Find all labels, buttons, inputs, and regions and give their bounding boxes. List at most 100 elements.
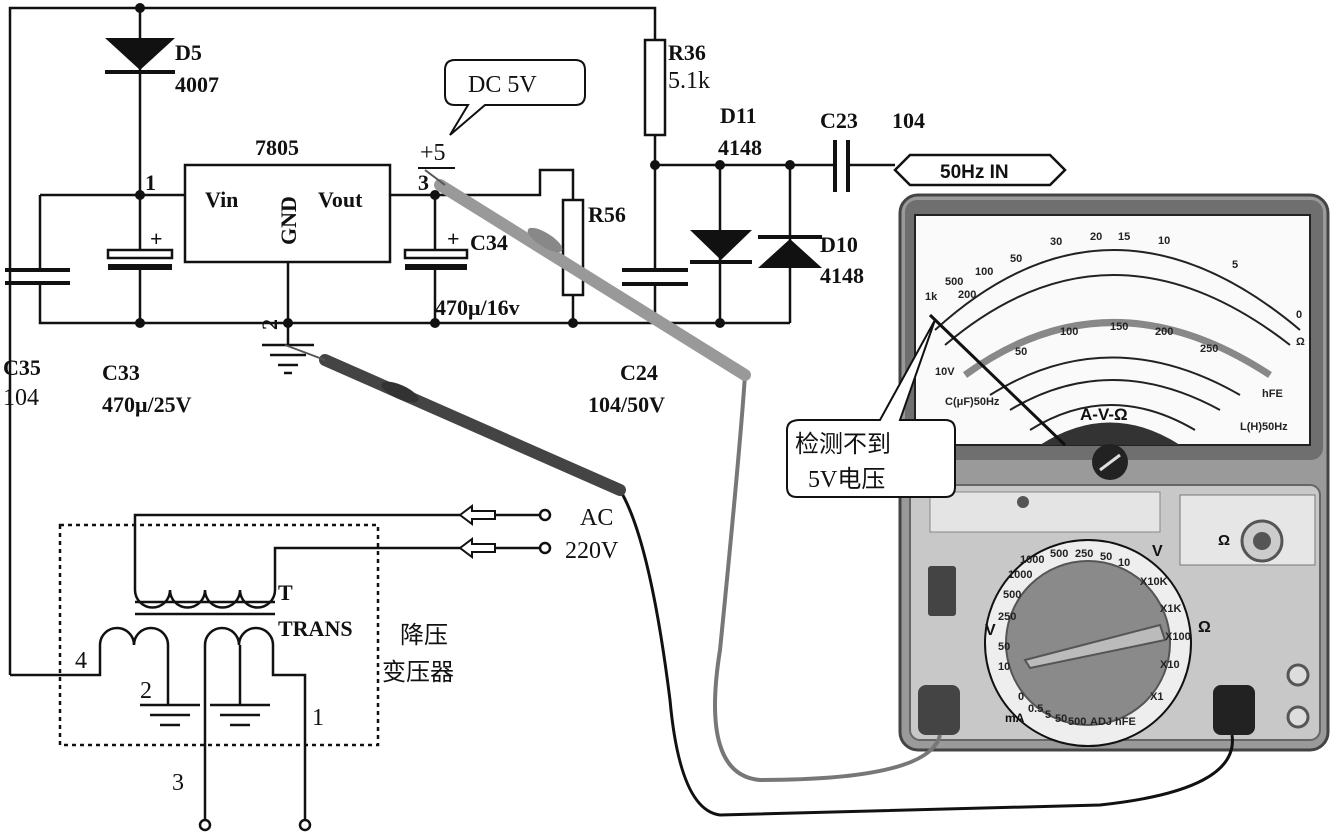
wires xyxy=(8,6,895,675)
v10-label: 10V xyxy=(935,366,955,378)
svg-text:1000: 1000 xyxy=(1008,569,1032,581)
no-voltage-callout: 检测不到 5V电压 xyxy=(786,319,956,498)
capacitor-c23: C23 104 xyxy=(820,108,925,192)
svg-text:15: 15 xyxy=(1118,231,1130,243)
ohm-scale-labels: 1k 500 200 100 50 30 20 15 10 5 0 xyxy=(925,231,1302,321)
svg-text:X10: X10 xyxy=(1160,659,1180,671)
multimeter: 1k 500 200 100 50 30 20 15 10 5 0 50 100… xyxy=(898,193,1330,752)
svg-text:100: 100 xyxy=(975,266,993,278)
dial-ohm: Ω xyxy=(1198,619,1211,636)
svg-text:150: 150 xyxy=(1110,321,1128,333)
pin-4: 4 xyxy=(75,648,87,674)
regulator-name: 7805 xyxy=(255,135,299,160)
ind-label: L(H)50Hz xyxy=(1240,421,1288,433)
pin-3-label: 3 xyxy=(418,170,429,195)
r36-name: R36 xyxy=(668,40,706,65)
c24-value: 104/50V xyxy=(588,392,665,417)
svg-text:0.5: 0.5 xyxy=(1028,703,1043,715)
c33-value: 470μ/25V xyxy=(102,392,192,417)
output-terminal-3 xyxy=(198,818,212,832)
pin-2-label: 2 xyxy=(257,319,282,330)
trans-label: TRANS xyxy=(278,616,353,641)
regulator-7805: 7805 Vin GND Vout 2 3 xyxy=(183,135,429,330)
svg-text:250: 250 xyxy=(1200,343,1218,355)
plus5-label: +5 xyxy=(420,140,446,166)
meter-needle xyxy=(928,313,1067,447)
svg-text:5: 5 xyxy=(1232,259,1238,271)
pin-2: 2 xyxy=(140,678,152,704)
d5-name: D5 xyxy=(175,40,202,65)
capacitor-c34: + C34 470μ/16v xyxy=(403,226,520,320)
c24-name: C24 xyxy=(620,360,658,385)
svg-text:10: 10 xyxy=(1158,235,1170,247)
vin-label: Vin xyxy=(205,187,238,212)
junction-dots xyxy=(135,3,795,328)
c23-value: 104 xyxy=(892,108,925,133)
red-probe[interactable] xyxy=(424,169,942,783)
svg-text:500: 500 xyxy=(1050,548,1068,560)
c35-name: C35 xyxy=(3,355,41,380)
c34-value: 470μ/16v xyxy=(435,295,520,320)
r36-value: 5.1k xyxy=(668,68,710,94)
callout-line1: 检测不到 xyxy=(795,431,891,458)
svg-text:+: + xyxy=(447,226,460,251)
c33-name: C33 xyxy=(102,360,140,385)
pin-1: 1 xyxy=(312,705,324,731)
svg-text:ADJ hFE: ADJ hFE xyxy=(1090,716,1136,728)
svg-text:1000: 1000 xyxy=(1020,554,1044,566)
svg-text:10: 10 xyxy=(998,661,1010,673)
svg-text:50: 50 xyxy=(998,641,1010,653)
black-probe[interactable] xyxy=(284,344,1234,817)
dial-v-ac: V xyxy=(1152,543,1163,560)
ac-input-arrows xyxy=(458,504,496,559)
svg-text:500: 500 xyxy=(1003,589,1021,601)
svg-text:X1: X1 xyxy=(1150,691,1163,703)
capacitor-c35: C35 104 xyxy=(3,268,70,411)
dial-range-labels: 1000 500 250 50 10 X10K X1K X100 X10 X1 … xyxy=(998,548,1191,728)
dc-5v-text: DC 5V xyxy=(468,72,537,98)
capacitor-c33: 1 + 1 C33 470μ/25V xyxy=(102,170,192,417)
dc-scale-labels: 50 100 150 200 250 xyxy=(1015,321,1218,358)
svg-text:10: 10 xyxy=(1118,557,1130,569)
cap-label: C(μF)50Hz xyxy=(945,396,1000,408)
svg-text:+: + xyxy=(150,226,163,251)
d5-value: 4007 xyxy=(175,72,219,97)
svg-text:50: 50 xyxy=(1010,253,1022,265)
d10-name: D10 xyxy=(820,232,858,257)
svg-text:X100: X100 xyxy=(1165,631,1191,643)
callout-line2: 5V电压 xyxy=(808,466,885,493)
ac-terminal-1 xyxy=(538,508,552,522)
positive-jack-plug[interactable] xyxy=(1213,685,1255,735)
transistor-socket[interactable] xyxy=(928,566,956,616)
transformer: AC 220V T TRANS 降压 变压器 4 2 1 3 xyxy=(10,504,619,832)
diode-d11: D11 4148 xyxy=(690,103,762,264)
ac-terminal-2 xyxy=(538,541,552,555)
input-50hz-text: 50Hz IN xyxy=(940,162,1009,183)
com-jack-plug[interactable] xyxy=(918,685,960,735)
svg-text:X10K: X10K xyxy=(1140,576,1168,588)
ohm-unit-label: Ω xyxy=(1296,336,1305,348)
svg-text:100: 100 xyxy=(1060,326,1078,338)
svg-text:200: 200 xyxy=(1155,326,1173,338)
svg-text:200: 200 xyxy=(958,289,976,301)
diode-d5: D5 4007 xyxy=(105,38,219,97)
svg-text:250: 250 xyxy=(1075,548,1093,560)
svg-text:250: 250 xyxy=(998,611,1016,623)
dial-v-dc: V xyxy=(985,622,996,639)
input-50hz-tag: 50Hz IN xyxy=(893,153,1067,187)
c35-value: 104 xyxy=(3,385,39,411)
voltage-label: 220V xyxy=(565,538,619,564)
ground-symbol xyxy=(262,343,314,375)
hfe-label: hFE xyxy=(1262,388,1283,400)
dial-ma: mA xyxy=(1005,711,1025,725)
diode-d10: D10 4148 xyxy=(758,232,864,288)
caption-line2: 变压器 xyxy=(382,659,454,686)
r56-name: R56 xyxy=(588,202,626,227)
t-label: T xyxy=(278,580,293,605)
c34-name: C34 xyxy=(470,230,508,255)
svg-text:1k: 1k xyxy=(925,291,938,303)
svg-text:X1K: X1K xyxy=(1160,603,1181,615)
face-title: A-V-Ω xyxy=(1080,405,1128,424)
ohm-adjust-label: Ω xyxy=(1218,532,1230,549)
svg-text:50: 50 xyxy=(1015,346,1027,358)
